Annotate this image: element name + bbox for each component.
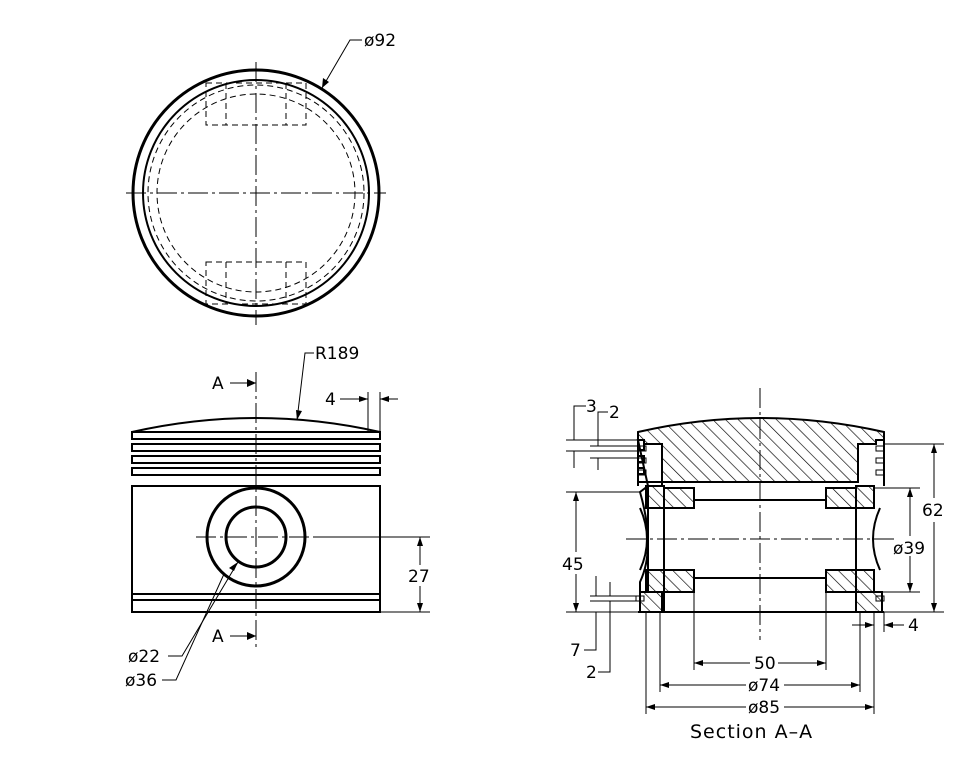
label-bottom-land: 2	[586, 663, 597, 683]
label-pin-inner: ø39	[893, 539, 925, 559]
label-total-height: 62	[922, 501, 944, 521]
label-crown-radius: R189	[315, 344, 359, 364]
label-outer-diameter: ø85	[748, 698, 780, 718]
label-pin-bore: ø22	[128, 647, 160, 667]
label-skirt-height: 45	[562, 555, 584, 575]
section-mark-bottom: A	[212, 627, 224, 647]
label-groove-width: 3	[586, 397, 597, 417]
label-ring-land: 4	[325, 390, 336, 410]
section-mark-top: A	[212, 374, 224, 394]
section-view: 3 2 45 7 2 62 ø39	[562, 388, 944, 743]
label-boss-span: 50	[754, 654, 776, 674]
label-inner-diameter: ø74	[748, 676, 780, 696]
label-bottom-gap: 7	[570, 641, 581, 661]
section-caption: Section A–A	[690, 721, 813, 743]
top-view: ø92	[126, 31, 396, 325]
label-wall: 4	[908, 616, 919, 636]
label-land-width: 2	[609, 403, 620, 423]
label-pin-height: 27	[408, 567, 430, 587]
label-top-diameter: ø92	[364, 31, 396, 51]
label-boss-diameter: ø36	[125, 671, 157, 691]
front-view: A A R189 4 27 ø22 ø36	[125, 344, 430, 691]
